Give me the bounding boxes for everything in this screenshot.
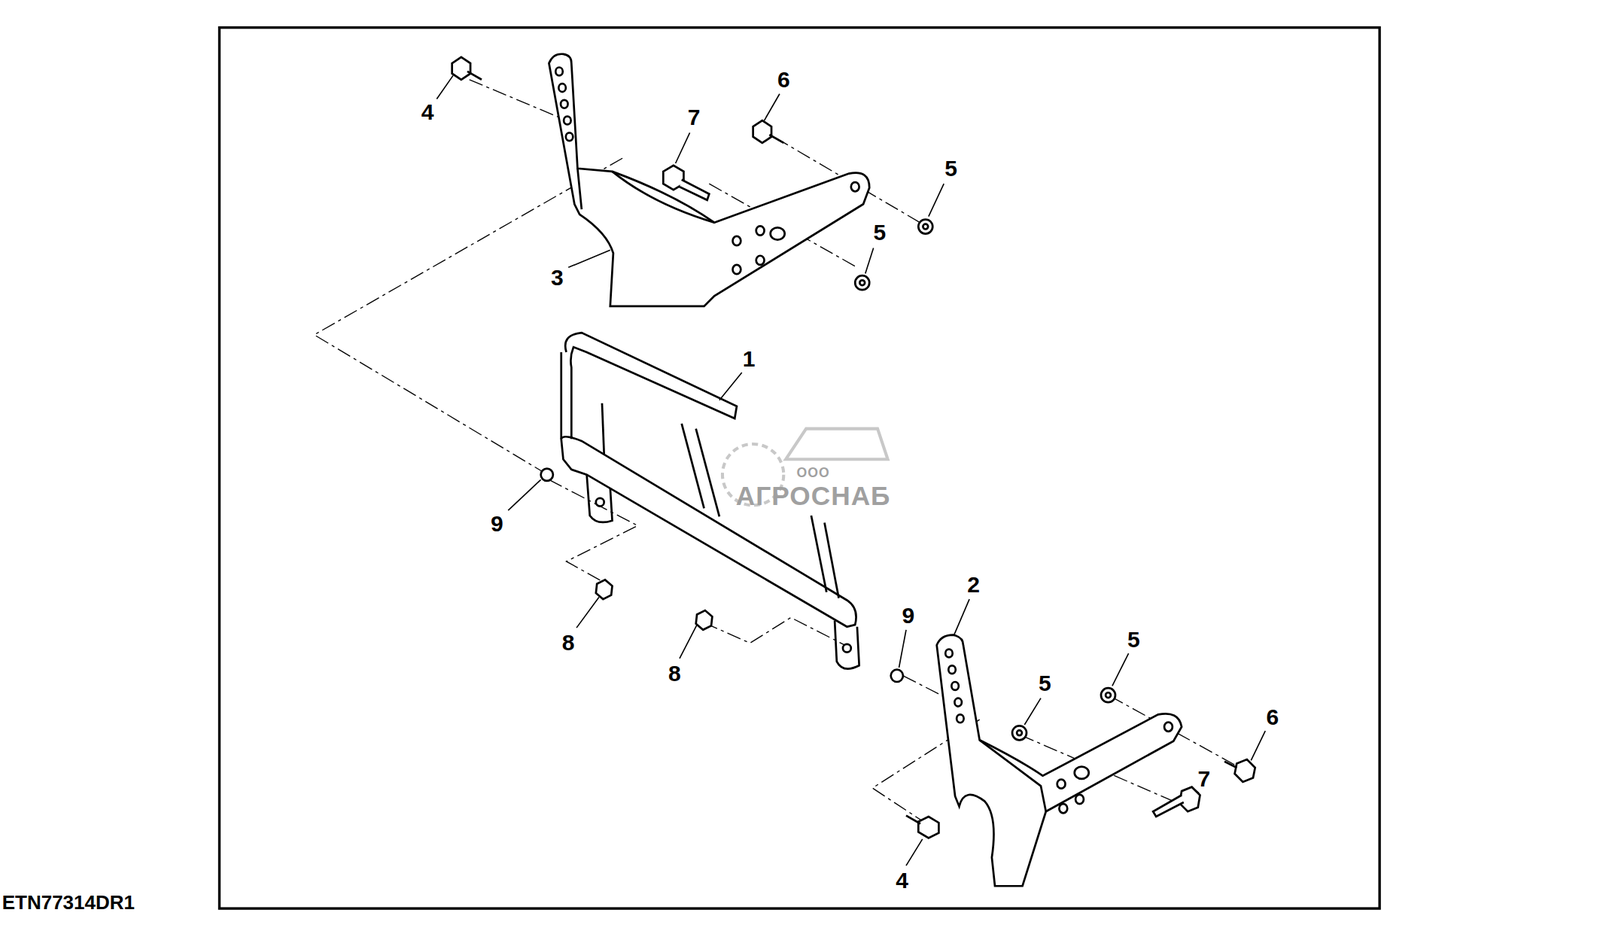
fasteners [452,57,1256,839]
assembly-lines [314,79,1241,822]
callout-number: 8 [562,631,575,654]
callout-number: 6 [1265,705,1279,729]
watermark: АГРОСНАБ [736,482,892,509]
callout-number: 9 [901,604,915,627]
callout-number: 1 [742,347,756,371]
callout-number: 2 [967,573,980,597]
callout-number: 5 [1127,628,1141,651]
callout-number: 4 [421,100,435,124]
leader-lines [436,75,1266,866]
callout-number: 5 [1038,672,1052,695]
bracket-left [548,54,870,307]
callout-number: 7 [687,106,701,129]
callout-number: 7 [1198,767,1211,791]
callout-number: 6 [777,68,791,92]
callout-number: 5 [873,221,886,244]
bracket-right [936,635,1182,887]
callout-number: 9 [490,512,504,536]
frame-border [219,27,1381,909]
callout-number: 4 [895,869,909,892]
figure-code: ETN77314DR1 [2,892,135,913]
watermark: ООО [796,466,831,481]
callout-number: 3 [550,266,564,289]
callout-number: 8 [668,662,682,685]
callout-number: 5 [944,157,958,180]
